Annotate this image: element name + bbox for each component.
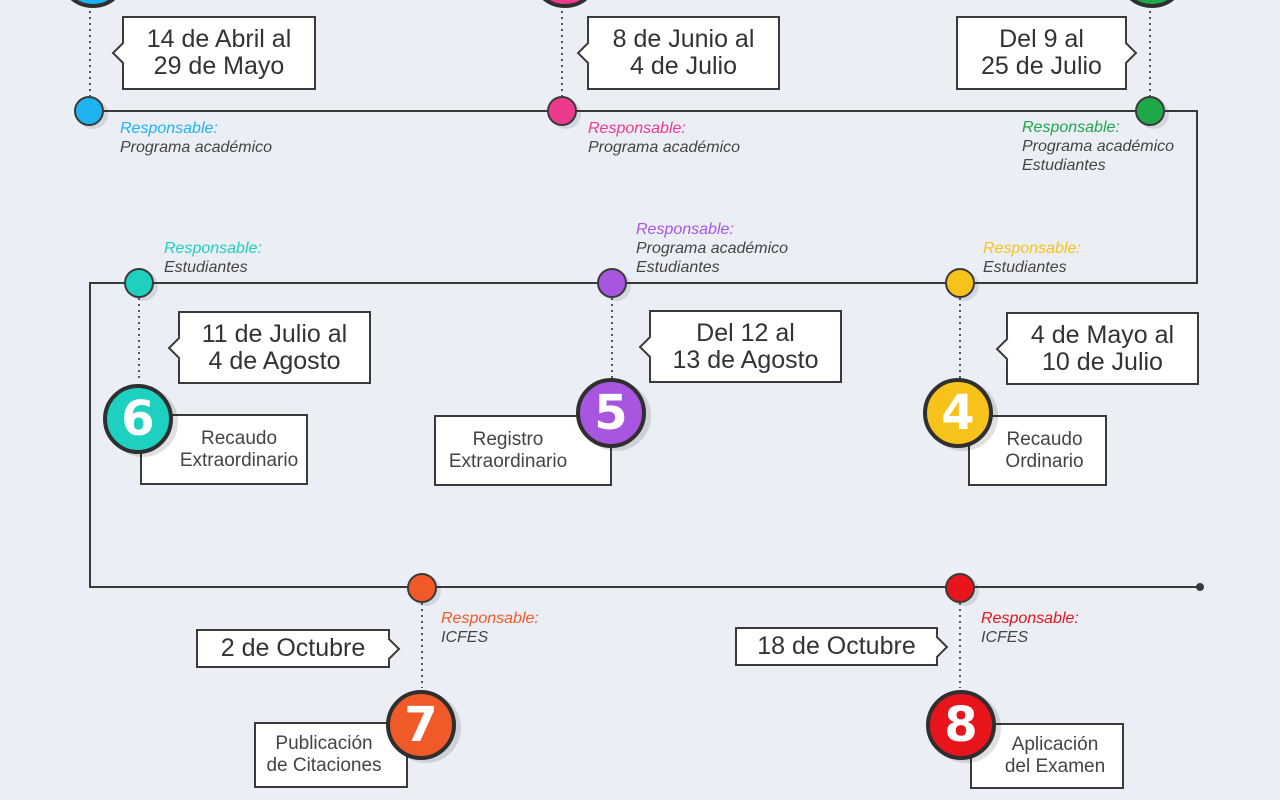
timeline-row-1 bbox=[89, 110, 1200, 588]
step-3-dot bbox=[1135, 96, 1165, 126]
step-5-date-line-2: 13 de Agosto bbox=[672, 345, 819, 374]
step-6-date-line-1: 11 de Julio al bbox=[201, 319, 348, 348]
step-7-label-line-1: Publicación bbox=[275, 733, 373, 754]
step-4-date-line-1: 4 de Mayo al bbox=[1030, 320, 1175, 349]
step-5-date-line-1: Del 12 al bbox=[696, 318, 795, 347]
step-6-label-line-2: Extraordinario bbox=[179, 449, 299, 471]
step-1-date-line-1: 14 de Abril al bbox=[146, 25, 292, 53]
step-1-responsible-name: Programa académico bbox=[120, 139, 273, 156]
step-8-number-circle: 8 bbox=[926, 690, 996, 760]
step-7-responsible: Responsable: ICFES bbox=[441, 609, 539, 647]
step-5-responsible-name-2: Estudiantes bbox=[636, 259, 720, 276]
step-8-date-line-1: 18 de Octubre bbox=[757, 632, 916, 660]
step-8-dot bbox=[945, 573, 975, 603]
step-5-number-circle: 5 bbox=[576, 378, 646, 448]
step-8-label-line-1: Aplicación bbox=[1011, 734, 1099, 755]
step-5-responsible-label: Responsable: bbox=[636, 221, 734, 238]
step-6-number: 6 bbox=[121, 391, 155, 447]
step-5-dot bbox=[597, 268, 627, 298]
step-8-label-line-2: del Examen bbox=[1004, 756, 1106, 777]
step-6-dot bbox=[124, 268, 154, 298]
step-7-number: 7 bbox=[404, 697, 438, 753]
step-3-date-box: Del 9 al 25 de Julio bbox=[956, 16, 1138, 90]
step-6-responsible-name: Estudiantes bbox=[164, 259, 248, 276]
step-1-responsible-label: Responsable: bbox=[120, 120, 218, 137]
timeline-end-dot bbox=[1196, 583, 1204, 591]
step-3-responsible: Responsable: Programa académico Estudian… bbox=[1022, 118, 1174, 175]
step-8-responsible: Responsable: ICFES bbox=[981, 609, 1079, 647]
step-1-responsible: Responsable: Programa académico bbox=[120, 119, 272, 157]
step-8-number: 8 bbox=[944, 697, 978, 753]
step-2-date-line-1: 8 de Junio al bbox=[612, 25, 755, 53]
step-7-label-line-2: de Citaciones bbox=[266, 755, 382, 776]
step-7-date-box: 2 de Octubre bbox=[196, 629, 401, 668]
step-5-label-line-1: Registro bbox=[472, 428, 544, 450]
step-6-date-box: 11 de Julio al 4 de Agosto bbox=[167, 311, 371, 384]
step-8-date-box: 18 de Octubre bbox=[735, 627, 949, 666]
step-1-dot bbox=[74, 96, 104, 126]
step-2-responsible-label: Responsable: bbox=[588, 120, 686, 137]
step-4-date-line-2: 10 de Julio bbox=[1042, 347, 1163, 376]
step-4-responsible-name: Estudiantes bbox=[983, 259, 1067, 276]
step-3-responsible-name-2: Estudiantes bbox=[1022, 157, 1106, 174]
step-7-number-circle: 7 bbox=[386, 690, 456, 760]
step-5-date-box: Del 12 al 13 de Agosto bbox=[638, 310, 842, 383]
step-3-responsible-name-1: Programa académico bbox=[1022, 138, 1175, 155]
step-1-date-line-2: 29 de Mayo bbox=[153, 52, 285, 80]
step-5-label-line-2: Extraordinario bbox=[448, 450, 568, 472]
step-7-responsible-label: Responsable: bbox=[441, 610, 539, 627]
step-4-number-circle: 4 bbox=[923, 378, 993, 448]
step-5-number: 5 bbox=[594, 385, 628, 441]
step-1-date-box: 14 de Abril al 29 de Mayo bbox=[111, 16, 316, 90]
step-7-responsible-name: ICFES bbox=[441, 629, 489, 646]
step-6-label-line-1: Recaudo bbox=[200, 427, 278, 449]
step-3-responsible-label: Responsable: bbox=[1022, 119, 1120, 136]
step-4-number: 4 bbox=[941, 385, 975, 441]
step-6-date-line-2: 4 de Agosto bbox=[208, 346, 341, 375]
step-8-responsible-name: ICFES bbox=[981, 629, 1029, 646]
step-2-dot bbox=[547, 96, 577, 126]
step-6-responsible-label: Responsable: bbox=[164, 240, 262, 257]
step-5-responsible-name-1: Programa académico bbox=[636, 240, 789, 257]
step-4-date-box: 4 de Mayo al 10 de Julio bbox=[995, 312, 1199, 385]
step-2-responsible: Responsable: Programa académico bbox=[588, 119, 740, 157]
step-4-label-line-1: Recaudo bbox=[1006, 428, 1083, 450]
step-3-date-line-1: Del 9 al bbox=[999, 25, 1084, 53]
step-2-date-line-2: 4 de Julio bbox=[629, 52, 738, 80]
step-4-responsible-label: Responsable: bbox=[983, 240, 1081, 257]
step-4-dot bbox=[945, 268, 975, 298]
step-3-date-line-2: 25 de Julio bbox=[981, 52, 1102, 80]
step-4-responsible: Responsable: Estudiantes bbox=[983, 239, 1081, 277]
step-8-responsible-label: Responsable: bbox=[981, 610, 1079, 627]
step-7-dot bbox=[407, 573, 437, 603]
step-6-responsible: Responsable: Estudiantes bbox=[164, 239, 262, 277]
step-6-number-circle: 6 bbox=[103, 384, 173, 454]
step-5-responsible: Responsable: Programa académico Estudian… bbox=[636, 220, 788, 277]
step-4-label-box: Recaudo Ordinario bbox=[968, 415, 1107, 486]
step-2-date-box: 8 de Junio al 4 de Julio bbox=[576, 16, 780, 90]
step-7-date-line-1: 2 de Octubre bbox=[220, 634, 366, 662]
step-2-responsible-name: Programa académico bbox=[588, 139, 741, 156]
step-4-label-line-2: Ordinario bbox=[1005, 450, 1084, 472]
step-7-label-box: Publicación de Citaciones bbox=[254, 722, 408, 788]
